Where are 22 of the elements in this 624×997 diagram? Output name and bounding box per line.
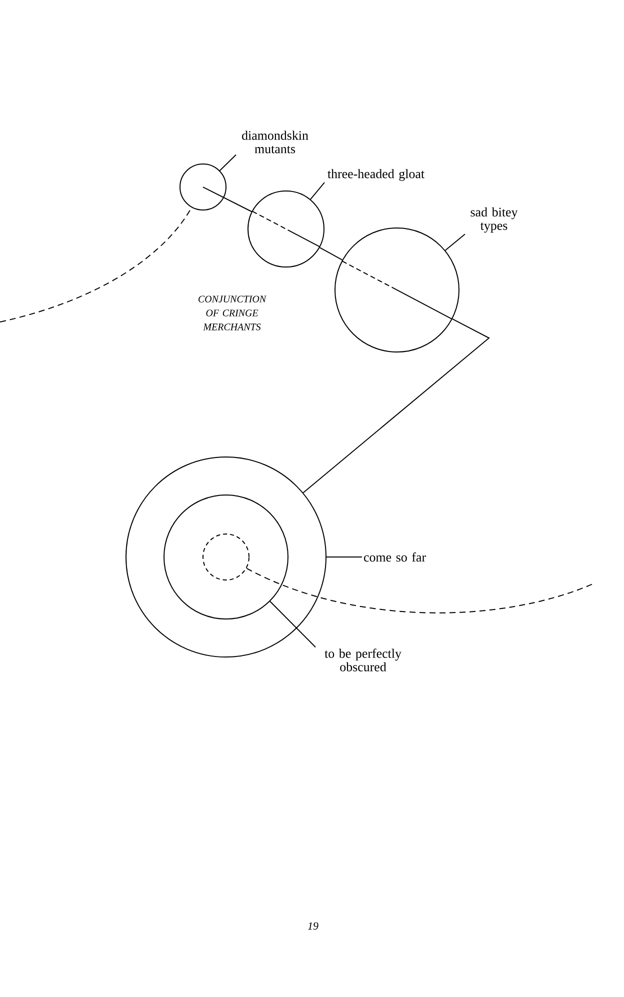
circle [126, 456, 326, 658]
dashed-circle [202, 534, 250, 580]
circle [334, 228, 460, 352]
leader-line [219, 154, 236, 172]
connecting-line [202, 186, 252, 212]
leader-line [270, 600, 316, 648]
leader-line [310, 182, 325, 200]
diagram-caption: CONJUNCTION OF CRINGE MERCHANTS [198, 296, 266, 330]
node-label: diamondskin mutants [242, 130, 308, 154]
circle [164, 494, 288, 620]
circle [180, 164, 226, 210]
dashed-curve [0, 207, 192, 322]
node-label: sad bitey types [470, 207, 518, 233]
circle [248, 190, 324, 268]
page-number: 19 [308, 922, 318, 930]
node-label: to be perfectly obscured [324, 648, 402, 672]
leader-line [319, 247, 343, 260]
connecting-line [302, 318, 490, 494]
node-label: three-headed gloat [328, 169, 424, 181]
leader-line [444, 234, 466, 251]
node-label: come so far [364, 552, 426, 562]
leader-line [326, 556, 362, 558]
